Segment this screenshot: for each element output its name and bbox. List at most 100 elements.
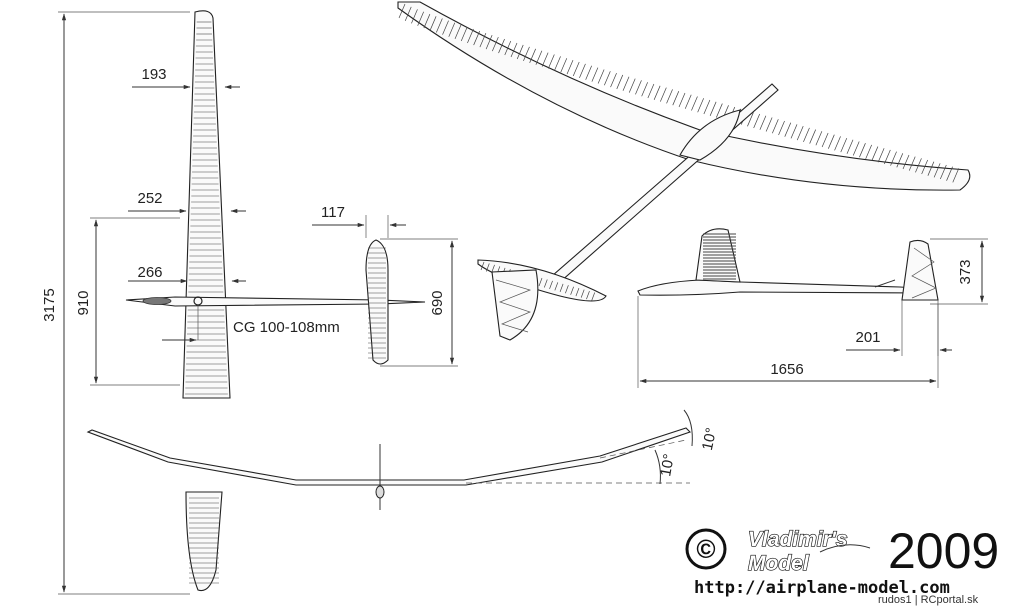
wing-ribs bbox=[185, 21, 228, 395]
dim-stab-span-label: 690 bbox=[429, 290, 446, 315]
rib-line bbox=[597, 69, 605, 84]
rib-line bbox=[821, 132, 829, 148]
dim-length-label: 1656 bbox=[770, 361, 803, 378]
rib-line bbox=[548, 54, 555, 69]
dim-stab-chord: 117 bbox=[312, 204, 406, 238]
dim-wing-center-chord-label: 266 bbox=[137, 264, 162, 281]
rib-line bbox=[423, 13, 431, 29]
perspective-wing-ribs bbox=[398, 3, 960, 183]
rib-line bbox=[554, 56, 561, 71]
rib-line bbox=[933, 163, 941, 178]
dim-dihedral-outer-label: 10° bbox=[699, 426, 720, 452]
stab-ribs bbox=[368, 247, 386, 359]
rib-line bbox=[570, 286, 574, 295]
rib-line bbox=[896, 153, 904, 168]
rib-line bbox=[559, 283, 564, 292]
logo-brand-line1: Vladimir's bbox=[748, 528, 848, 551]
rib-line bbox=[921, 159, 928, 175]
rib-line bbox=[635, 80, 642, 95]
rib-line bbox=[398, 3, 406, 19]
side-view: 373 201 1656 bbox=[637, 228, 988, 388]
wing-tip-ribs bbox=[189, 497, 219, 584]
rib-line bbox=[828, 134, 835, 149]
rib-line bbox=[697, 98, 704, 113]
rib-line bbox=[666, 89, 673, 104]
rib-line bbox=[778, 120, 785, 136]
rib-line bbox=[747, 112, 754, 127]
rib-line bbox=[772, 119, 779, 134]
rib-line bbox=[902, 154, 910, 170]
rib-line bbox=[541, 52, 549, 67]
rib-line bbox=[753, 113, 760, 129]
dim-stab-span: 690 bbox=[380, 238, 458, 367]
rib-line bbox=[759, 115, 767, 130]
rib-line bbox=[485, 34, 493, 50]
logo: © Vladimir's Model 2009 http://airplane-… bbox=[685, 523, 999, 598]
rib-line bbox=[504, 40, 512, 56]
rib-line bbox=[846, 139, 854, 154]
logo-url: http://airplane-model.com bbox=[694, 578, 950, 598]
cg-label: CG 100-108mm bbox=[233, 319, 340, 336]
rib-line bbox=[572, 61, 580, 77]
rib-line bbox=[460, 26, 468, 42]
front-view: 10° 10° bbox=[86, 409, 720, 510]
rib-line bbox=[796, 126, 804, 141]
rib-line bbox=[815, 131, 823, 146]
rib-line bbox=[448, 22, 456, 37]
rib-line bbox=[417, 11, 424, 26]
rib-line bbox=[678, 92, 686, 108]
rib-line bbox=[580, 289, 585, 298]
rib-line bbox=[840, 137, 848, 153]
rib-line bbox=[485, 263, 490, 272]
rib-line bbox=[684, 94, 692, 109]
rib-line bbox=[467, 28, 474, 44]
rib-line bbox=[616, 74, 624, 90]
rib-line bbox=[498, 38, 505, 54]
dim-dihedral-inner-label: 10° bbox=[657, 453, 678, 478]
rib-line bbox=[672, 91, 680, 106]
dim-wing-tip-chord: 193 bbox=[132, 66, 240, 90]
rib-line bbox=[479, 32, 487, 48]
wing-tip-panel bbox=[185, 491, 223, 592]
credit-text: rudos1 | RCportal.sk bbox=[878, 594, 979, 606]
top-view-stabilizer bbox=[365, 239, 389, 365]
rib-line bbox=[411, 9, 418, 24]
rib-line bbox=[834, 136, 841, 151]
dim-span: 3175 bbox=[41, 11, 190, 595]
rib-line bbox=[480, 261, 485, 271]
rib-line bbox=[523, 46, 530, 62]
rib-line bbox=[492, 36, 499, 52]
rib-line bbox=[529, 48, 536, 63]
cg-marker: CG 100-108mm bbox=[162, 305, 340, 343]
dim-stab-chord-label: 117 bbox=[321, 204, 345, 221]
logo-year: 2009 bbox=[888, 523, 999, 579]
dim-fin-height-label: 373 bbox=[957, 259, 974, 284]
rib-line bbox=[554, 282, 559, 291]
rib-line bbox=[940, 164, 947, 180]
rib-line bbox=[946, 166, 953, 181]
rib-line bbox=[429, 16, 437, 31]
rib-line bbox=[560, 58, 568, 73]
rib-line bbox=[908, 156, 916, 171]
dim-wing-root-length-label: 910 bbox=[75, 290, 92, 315]
dim-span-label: 3175 bbox=[41, 288, 58, 321]
rib-line bbox=[952, 168, 960, 183]
rib-line bbox=[809, 129, 816, 144]
side-view-fin-ribs bbox=[703, 233, 736, 280]
rib-line bbox=[865, 144, 872, 160]
rib-line bbox=[803, 127, 810, 142]
rib-line bbox=[884, 149, 891, 165]
rib-line bbox=[543, 279, 548, 288]
rib-line bbox=[641, 82, 648, 97]
rib-line bbox=[516, 44, 524, 60]
rib-line bbox=[510, 42, 518, 58]
rib-line bbox=[404, 6, 412, 22]
rib-line bbox=[691, 96, 698, 111]
rib-line bbox=[535, 50, 543, 65]
rib-line bbox=[653, 85, 661, 100]
rib-line bbox=[852, 141, 860, 156]
rib-line bbox=[647, 83, 655, 99]
rib-line bbox=[628, 78, 636, 93]
dim-wing-center-chord: 266 bbox=[128, 264, 246, 284]
